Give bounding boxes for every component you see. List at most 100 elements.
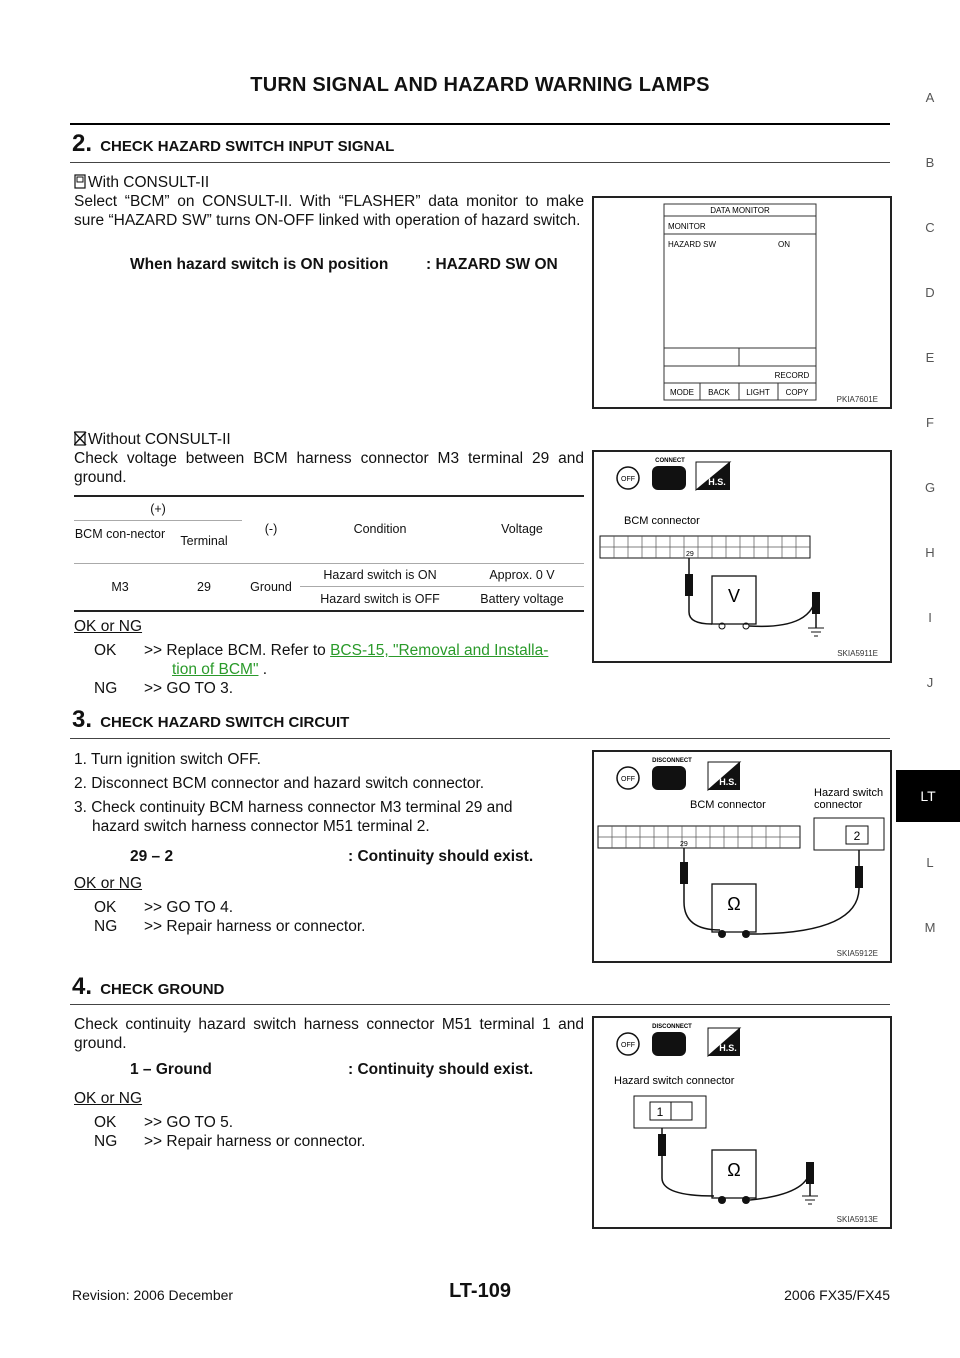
side-index-h[interactable]: H xyxy=(925,545,935,560)
bcm-connector-label: BCM connector xyxy=(624,515,700,527)
key-off-text: OFF xyxy=(621,476,635,483)
figure-code: PKIA7601E xyxy=(836,395,878,404)
section-title: CHECK GROUND xyxy=(100,981,225,998)
dm-light: LIGHT xyxy=(746,388,770,397)
figure-code: SKIA5911E xyxy=(837,649,878,658)
connect-text: CONNECT xyxy=(655,458,685,464)
section-rule xyxy=(70,738,890,739)
figure-code: SKIA5913E xyxy=(836,1215,878,1224)
hs-text: H.S. xyxy=(719,1043,737,1053)
dm-title: DATA MONITOR xyxy=(710,206,770,215)
no-consult-icon xyxy=(73,431,87,446)
page-title: TURN SIGNAL AND HAZARD WARNING LAMPS xyxy=(250,74,710,96)
ng-label: NG xyxy=(94,1133,118,1150)
hazard-connector-label: Hazard switch connector xyxy=(614,1075,735,1087)
table-bottom-rule xyxy=(74,610,584,612)
ground-check-figure: OFF DISCONNECT H.S. Hazard switch connec… xyxy=(592,1016,892,1229)
ng-result: >> GO TO 3. xyxy=(144,680,234,697)
section-title: CHECK HAZARD SWITCH CIRCUIT xyxy=(100,714,350,731)
hs-text: H.S. xyxy=(708,477,726,487)
bcs-link-cont[interactable]: tion of BCM" xyxy=(172,661,259,678)
td-cond2: Hazard switch is OFF xyxy=(320,592,440,606)
section-number: 3. xyxy=(72,706,93,733)
pin-1: 1 xyxy=(657,1105,664,1119)
spec-left: 29 – 2 xyxy=(130,848,174,865)
section-rule xyxy=(70,162,890,163)
side-index-f[interactable]: F xyxy=(926,415,934,430)
side-index-l[interactable]: L xyxy=(926,855,934,870)
dm-on: ON xyxy=(778,240,790,249)
side-index-lt-active[interactable]: LT xyxy=(896,770,960,822)
section-3-heading: 3. CHECK HAZARD SWITCH CIRCUIT xyxy=(72,706,349,734)
side-index-c[interactable]: C xyxy=(925,220,935,235)
dm-back: BACK xyxy=(708,388,730,397)
hazard-circuit-illustration: OFF DISCONNECT H.S. BCM connector Hazard… xyxy=(597,758,885,938)
ground-check-text: Check continuity hazard switch harness c… xyxy=(74,1016,584,1052)
side-index-j[interactable]: J xyxy=(926,675,934,690)
td-cond1: Hazard switch is ON xyxy=(323,568,437,582)
td-terminal: 29 xyxy=(197,580,211,594)
side-index-i[interactable]: I xyxy=(928,610,932,625)
spec-left: 1 – Ground xyxy=(130,1061,212,1078)
th-voltage: Voltage xyxy=(501,522,543,536)
page-number: LT-109 xyxy=(449,1280,511,1302)
spec-right: : Continuity should exist. xyxy=(348,1061,534,1078)
table-top-rule xyxy=(74,495,584,497)
section-number: 4. xyxy=(72,973,93,1000)
key-off-text: OFF xyxy=(621,776,635,783)
step-2: 2. Disconnect BCM connector and hazard s… xyxy=(74,775,485,792)
ok-label: OK xyxy=(94,899,117,916)
bcs-link[interactable]: BCS-15, "Removal and Installa- xyxy=(330,642,549,659)
hazard-switch-label: Hazard switch xyxy=(814,787,883,799)
without-consult-label: Without CONSULT-II xyxy=(73,430,231,449)
td-volt2: Battery voltage xyxy=(480,592,564,606)
td-ground: Ground xyxy=(250,580,292,594)
disconnect-text: DISCONNECT xyxy=(652,758,692,764)
footer-revision: Revision: 2006 December xyxy=(72,1287,234,1303)
ok-result-cont: tion of BCM" . xyxy=(172,661,268,678)
ng-label: NG xyxy=(94,680,118,697)
data-monitor-illustration: DATA MONITOR MONITOR HAZARD SW ON RECORD… xyxy=(663,203,817,401)
ok-result: >> GO TO 5. xyxy=(144,1114,234,1131)
section-2-heading: 2. CHECK HAZARD SWITCH INPUT SIGNAL xyxy=(72,130,394,158)
side-index-e[interactable]: E xyxy=(925,350,935,365)
hazard-circuit-figure: OFF DISCONNECT H.S. BCM connector Hazard… xyxy=(592,750,892,963)
voltmeter-symbol: V xyxy=(728,586,740,606)
ng-result: >> Repair harness or connector. xyxy=(144,918,366,935)
pin-29: 29 xyxy=(686,551,694,558)
with-consult-label: With CONSULT-II xyxy=(74,173,209,192)
disconnect-text: DISCONNECT xyxy=(652,1024,692,1030)
ng-result: >> Repair harness or connector. xyxy=(144,1133,366,1150)
ok-result: >> GO TO 4. xyxy=(144,899,234,916)
key-off-text: OFF xyxy=(621,1042,635,1049)
pin-2: 2 xyxy=(854,829,861,843)
ohmmeter-symbol: Ω xyxy=(727,1160,740,1180)
ground-check-illustration: OFF DISCONNECT H.S. Hazard switch connec… xyxy=(614,1024,818,1205)
ok-label: OK xyxy=(94,642,117,659)
th-condition: Condition xyxy=(353,522,407,536)
with-consult-text: Select “BCM” on CONSULT-II. With “FLASHE… xyxy=(74,193,584,229)
bcm-voltage-figure: OFF CONNECT H.S. BCM connector 29 V SKIA… xyxy=(592,450,892,663)
th-minus: (-) xyxy=(264,522,278,536)
ohmmeter-symbol: Ω xyxy=(727,894,740,914)
dm-copy: COPY xyxy=(786,388,809,397)
side-index-d[interactable]: D xyxy=(925,285,935,300)
side-index-b[interactable]: B xyxy=(925,155,935,170)
ok-result: >> Replace BCM. Refer to BCS-15, "Remova… xyxy=(144,642,549,659)
side-index-a[interactable]: A xyxy=(925,90,935,105)
spec-right: : HAZARD SW ON xyxy=(426,256,558,273)
side-index-m[interactable]: M xyxy=(924,920,936,935)
dm-hazard-sw: HAZARD SW xyxy=(668,240,716,249)
ok-label: OK xyxy=(94,1114,117,1131)
spec-right: : Continuity should exist. xyxy=(348,848,534,865)
spec-left: When hazard switch is ON position xyxy=(130,256,389,273)
side-index-g[interactable]: G xyxy=(924,480,936,495)
step-3-cont: hazard switch harness connector M51 term… xyxy=(92,818,430,835)
consult-icon xyxy=(74,174,86,189)
dm-record: RECORD xyxy=(775,371,810,380)
th-bcm-connector: BCM con-nector xyxy=(74,527,166,541)
without-consult-text: Check voltage between BCM harness connec… xyxy=(74,450,584,486)
okng-label: OK or NG xyxy=(74,1090,143,1107)
okng-label: OK or NG xyxy=(74,618,143,635)
th-plus: (+) xyxy=(150,502,166,516)
